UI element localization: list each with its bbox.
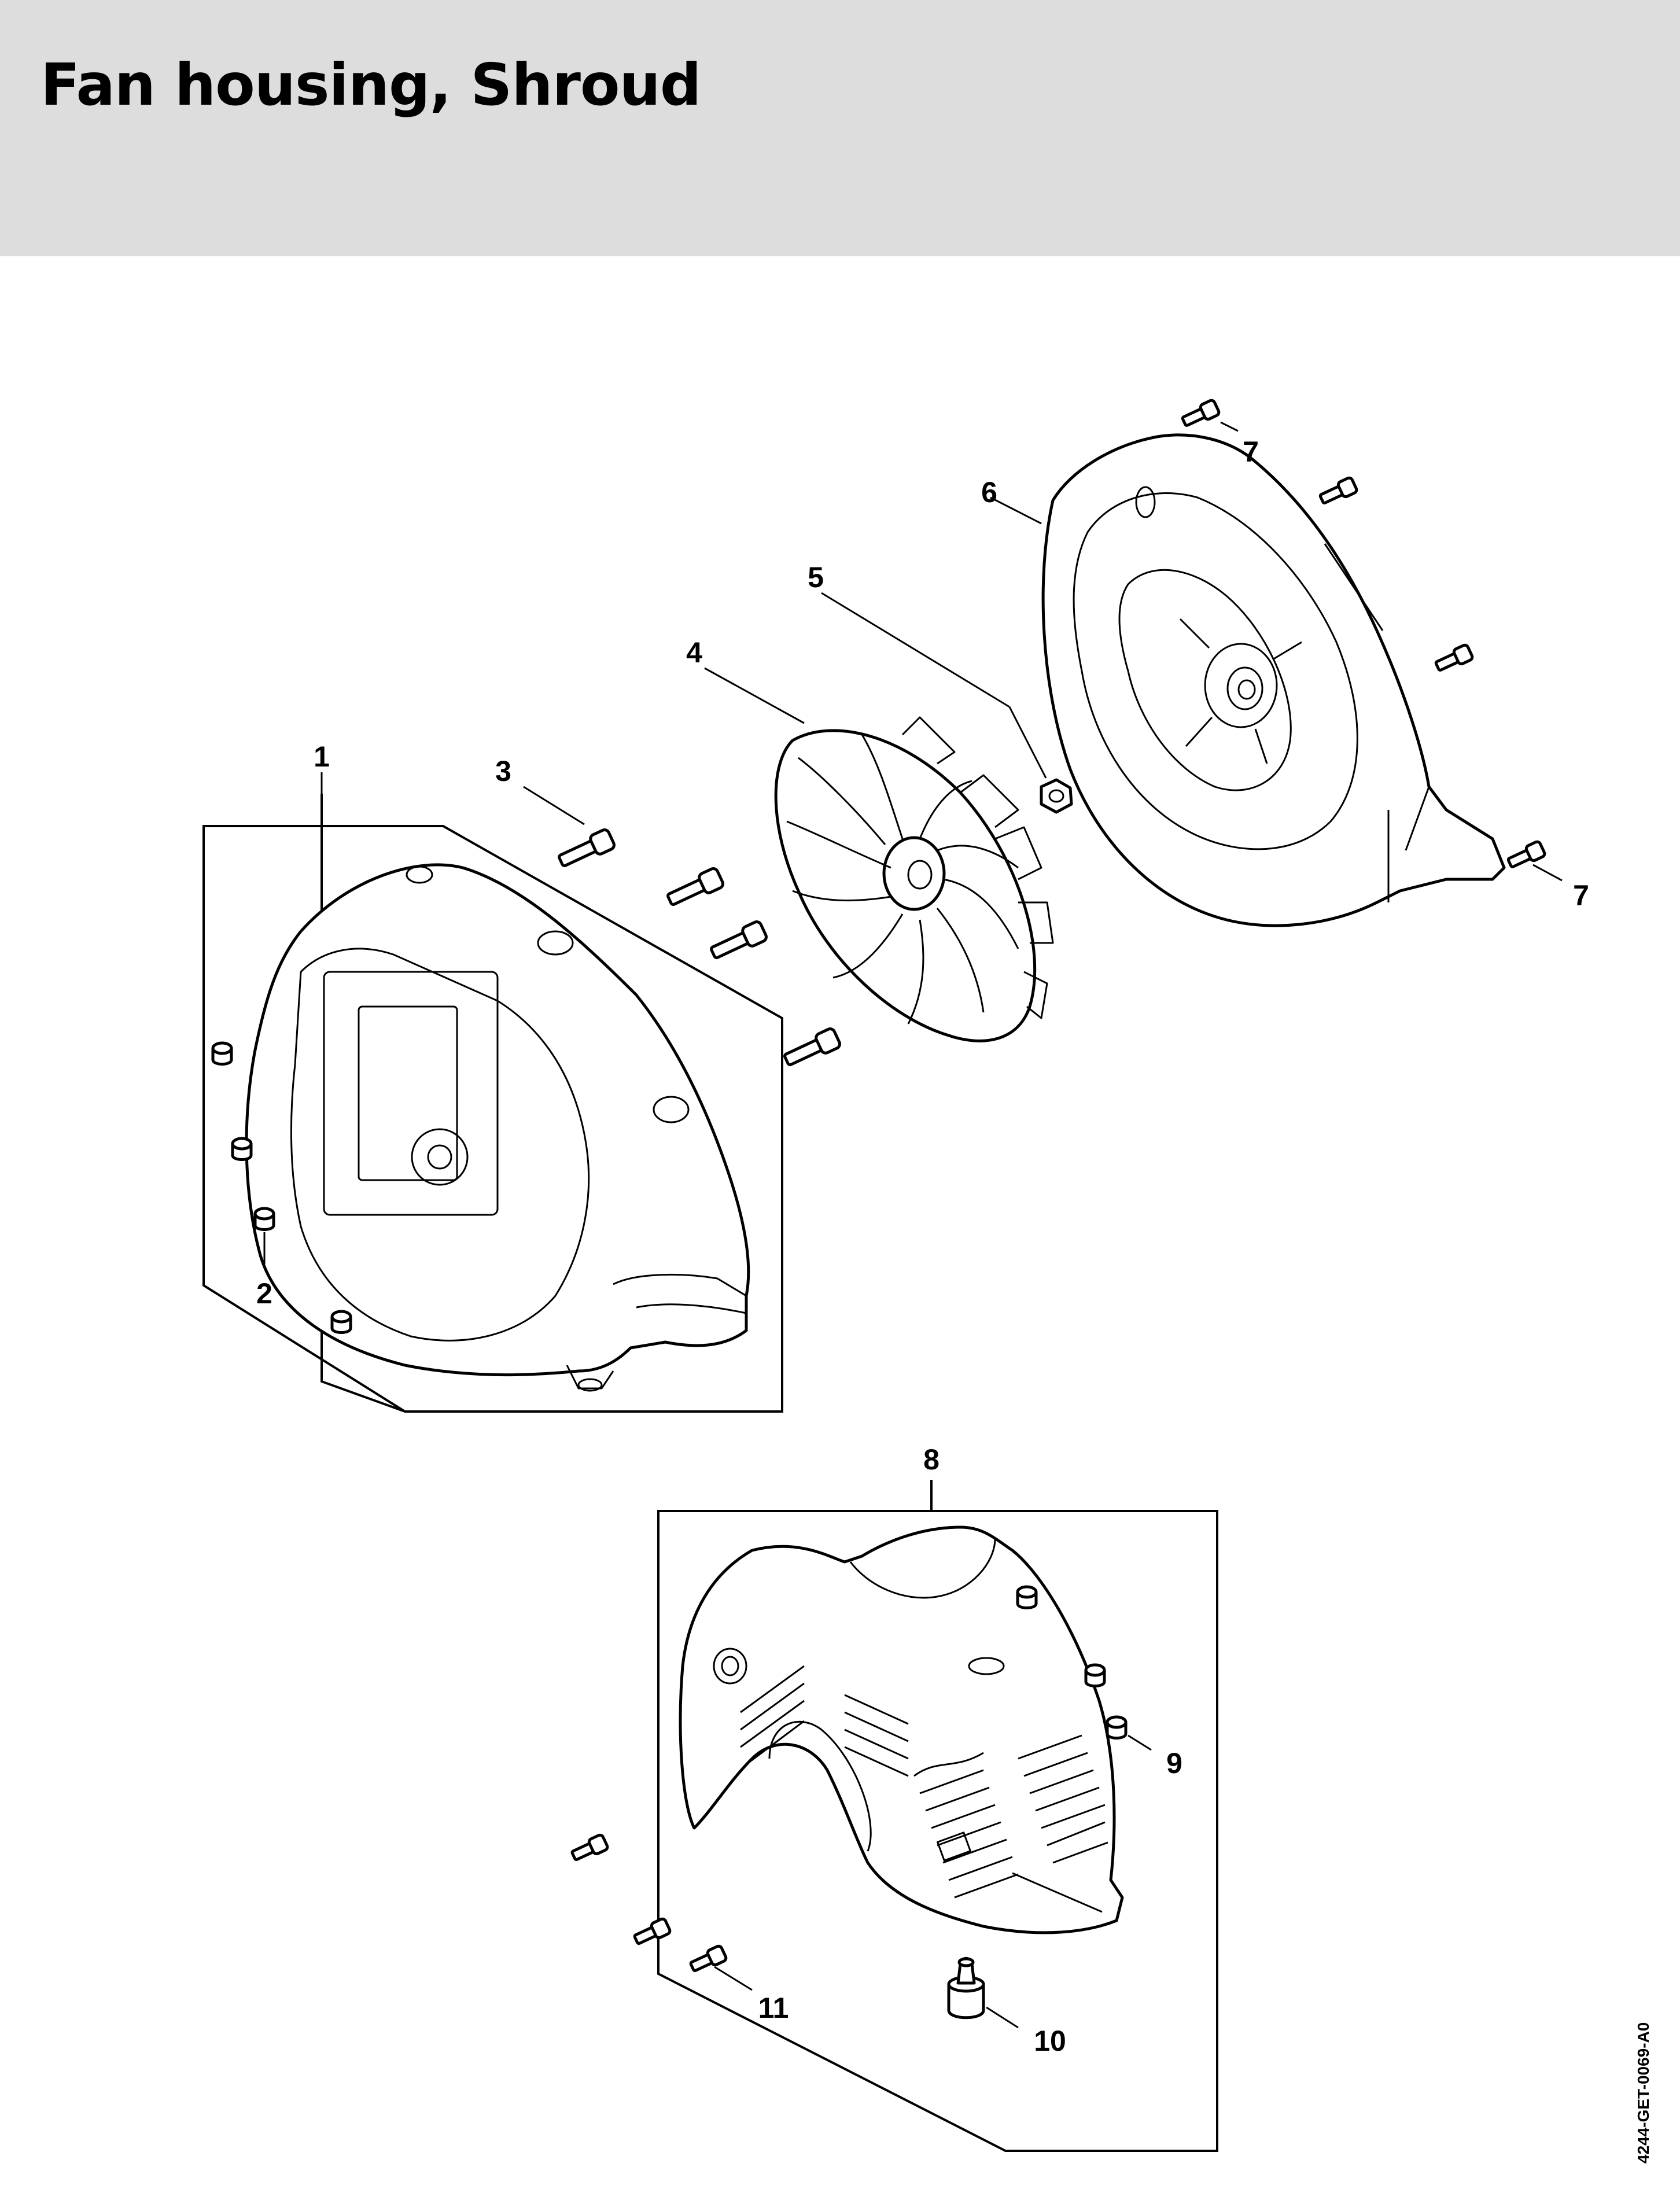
buffer: [947, 1956, 1019, 2029]
fan-housing-group-frame: [202, 772, 783, 1413]
callout-4: 4: [686, 636, 702, 669]
callout-2: 2: [256, 1277, 272, 1310]
callout-7-top: 7: [1243, 436, 1259, 468]
callout-10: 10: [1034, 2025, 1066, 2057]
callout-1: 1: [314, 740, 330, 773]
screws-item-7: [1181, 399, 1563, 882]
fan-wheel: [704, 667, 1054, 1042]
shroud-inserts: [1016, 1585, 1152, 1751]
document-id: 4244-GET-0069-A0: [1634, 2022, 1652, 2164]
callout-5: 5: [808, 561, 824, 594]
header-band: Fan housing, Shroud: [0, 0, 1680, 256]
callout-6: 6: [981, 476, 997, 508]
shroud-right-vents: [913, 1734, 1108, 1899]
shroud-center-vents: [844, 1694, 909, 1777]
screws-item-3: [523, 786, 841, 1067]
callout-9: 9: [1166, 1747, 1182, 1779]
callout-labels: 1 2 3 4 5 6 7 7 8 9 10 11: [256, 436, 1589, 2057]
page-title: Fan housing, Shroud: [40, 51, 701, 119]
callout-11: 11: [758, 1992, 789, 2024]
screws-item-11: [570, 1833, 753, 1991]
callout-3: 3: [495, 755, 511, 787]
shroud-group-frame: [657, 1480, 1218, 2152]
nut: [821, 592, 1073, 814]
fan-housing: [245, 863, 750, 1392]
callout-8: 8: [923, 1443, 940, 1476]
fan-cover: [990, 433, 1506, 927]
shroud-left-vents: [740, 1665, 805, 1766]
shroud: [679, 1525, 1124, 1934]
housing-inserts: [211, 1041, 352, 1334]
callout-7-right: 7: [1573, 879, 1589, 912]
